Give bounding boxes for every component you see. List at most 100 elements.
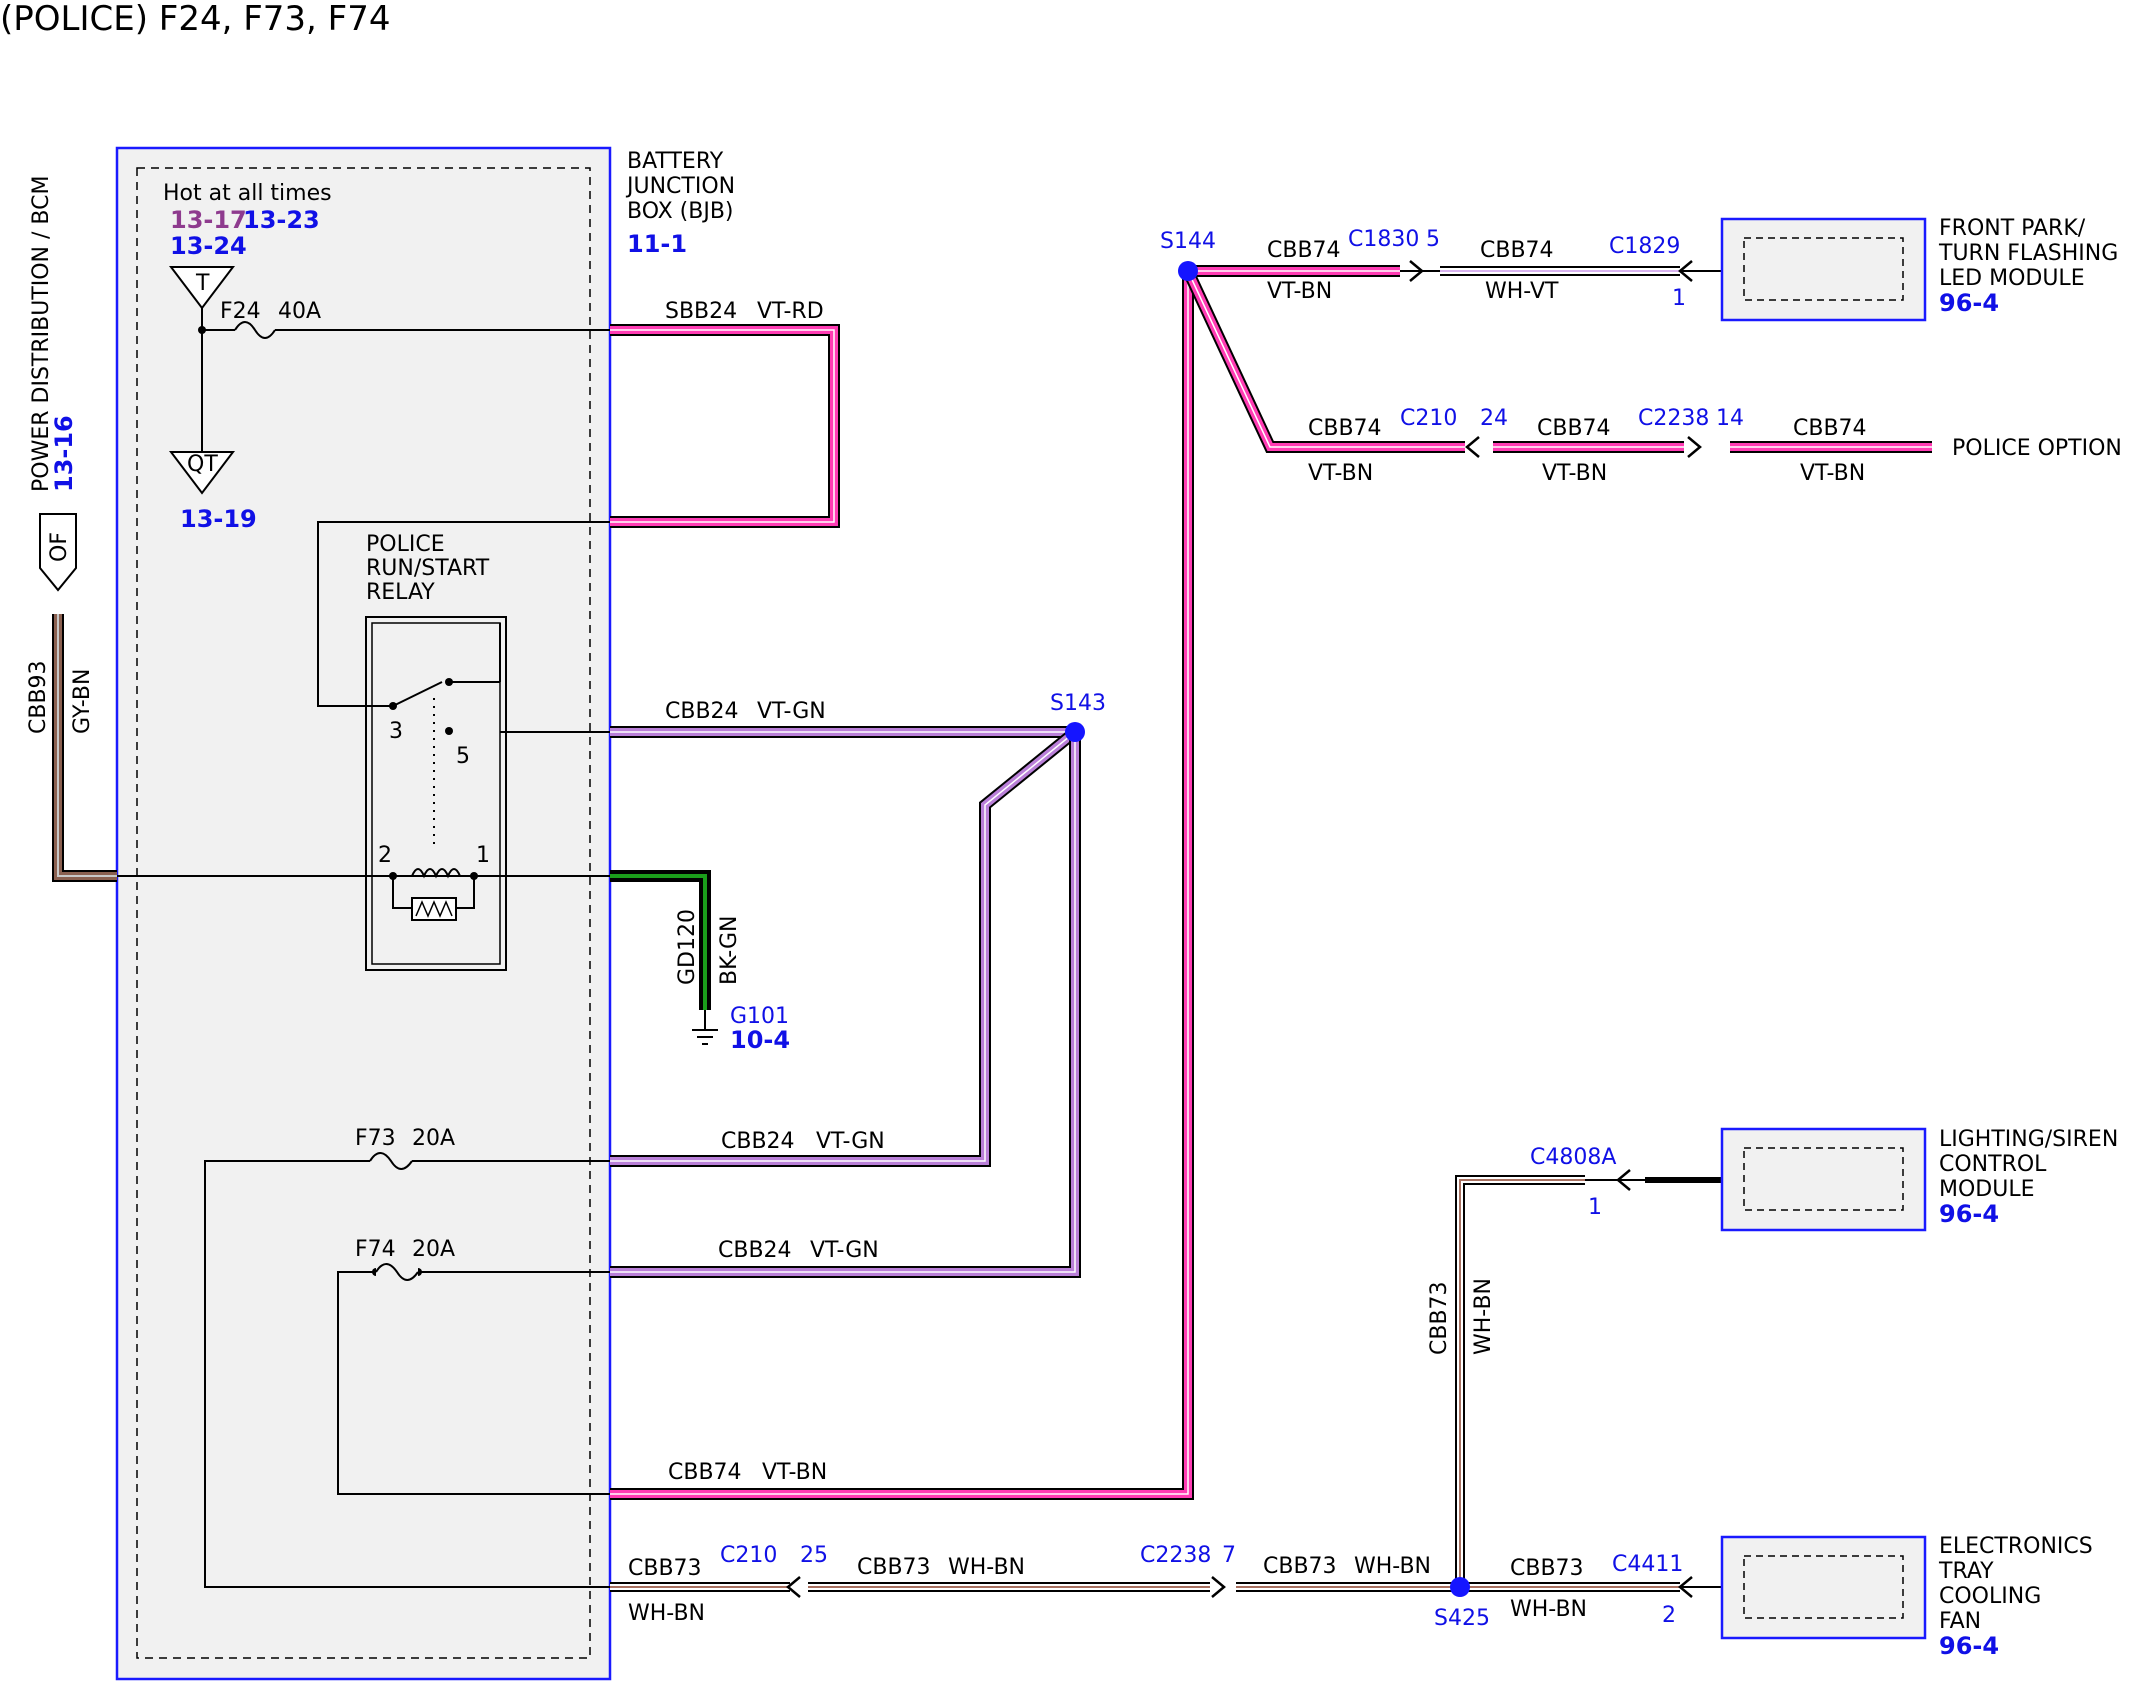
splice-s425-label: S425 (1434, 1606, 1490, 1631)
c1830-pin: 5 (1426, 227, 1440, 252)
c1829-connector-icon (1678, 260, 1693, 282)
qt-connector-icon (168, 451, 236, 495)
wire-cbb93-color: GY-BN (70, 669, 95, 734)
relay-pin-2: 2 (378, 843, 392, 868)
wire-gd120-color: BK-GN (717, 916, 742, 985)
qt-connector-label: QT (187, 452, 218, 477)
splice-s144-label: S144 (1160, 229, 1216, 254)
c1830-id: C1830 (1348, 227, 1419, 252)
wire-cbb74-top2-circuit: CBB74 (1480, 238, 1554, 263)
wire-cbb93-circuit: CBB93 (26, 660, 51, 734)
lighting-siren-ref[interactable]: 96-4 (1939, 1200, 1999, 1228)
wire-cbb24-f73 (610, 727, 1079, 1167)
c4808a-id: C4808A (1530, 1145, 1616, 1170)
c4411-id: C4411 (1612, 1552, 1683, 1577)
wire-cbb24-f74 (610, 732, 1081, 1278)
relay-name-line-3: RELAY (366, 580, 435, 605)
wire-cbb24-f73-circuit: CBB24 (721, 1129, 795, 1154)
c4808a-pin: 1 (1588, 1195, 1602, 1220)
cooling-fan-ref[interactable]: 96-4 (1939, 1632, 1999, 1660)
wire-cbb74-top2-color: WH-VT (1485, 279, 1559, 304)
wire-cbb74-mid1-color: VT-BN (1308, 461, 1373, 486)
wire-cbb73-v-circuit: CBB73 (1427, 1281, 1452, 1355)
c1829-id: C1829 (1609, 234, 1680, 259)
wire-cbb24-relay-color: VT-GN (757, 699, 826, 724)
c4411-pin: 2 (1662, 1603, 1676, 1628)
bjb-name-line-1: BATTERY (627, 149, 724, 174)
fuse-f24-id: F24 (220, 299, 261, 324)
bjb-inner-outline (136, 167, 591, 1659)
c210-top-id: C210 (1400, 406, 1457, 431)
ref-13-17[interactable]: 13-17 (170, 206, 247, 234)
wire-cbb74-mid2-color: VT-BN (1542, 461, 1607, 486)
front-park-line-2: TURN FLASHING (1938, 241, 2118, 266)
of-connector-icon (39, 513, 77, 592)
power-dist-ref[interactable]: 13-16 (50, 415, 78, 492)
relay-pin-1: 1 (476, 843, 490, 868)
wire-cbb74-main-circuit: CBB74 (668, 1460, 742, 1485)
front-park-line-1: FRONT PARK/ (1939, 216, 2086, 241)
wire-cbb74-mid3-circuit: CBB74 (1793, 416, 1867, 441)
wire-cbb73-d-color: WH-BN (1510, 1597, 1587, 1622)
wire-cbb74-mid1-circuit: CBB74 (1308, 416, 1382, 441)
lighting-siren-module-box[interactable] (1720, 1127, 1927, 1232)
cooling-fan-line-2: TRAY (1938, 1559, 1994, 1584)
c2238-bottom-id: C2238 (1140, 1543, 1211, 1568)
relay-switch-arm (392, 681, 443, 707)
ground-id: G101 (730, 1004, 789, 1029)
c210-top-connector-icon (1465, 436, 1480, 458)
fuse-f74-id: F74 (355, 1237, 396, 1262)
cooling-fan-line-1: ELECTRONICS (1939, 1534, 2093, 1559)
splice-s143 (1065, 722, 1085, 742)
wire-cbb73-d-circuit: CBB73 (1510, 1556, 1584, 1581)
c2238-bottom-connector-icon (1211, 1576, 1226, 1598)
wire-cbb73-c-color: WH-BN (1354, 1554, 1431, 1579)
front-park-line-3: LED MODULE (1939, 266, 2085, 291)
lighting-siren-line-1: LIGHTING/SIREN (1939, 1127, 2118, 1152)
splice-s425 (1450, 1577, 1470, 1597)
relay-name-line-2: RUN/START (366, 556, 490, 581)
wire-cbb93 (52, 614, 117, 882)
bjb-name-line-3: BOX (BJB) (627, 199, 734, 224)
front-park-ref[interactable]: 96-4 (1939, 289, 1999, 317)
fuse-f74-icon (375, 1263, 419, 1281)
wire-cbb73-a-color: WH-BN (628, 1601, 705, 1626)
bjb-ref[interactable]: 11-1 (627, 230, 687, 258)
fuse-f73-id: F73 (355, 1126, 396, 1151)
front-park-module-box[interactable] (1720, 217, 1927, 322)
wire-gd120-circuit: GD120 (675, 909, 700, 985)
ref-13-24[interactable]: 13-24 (170, 232, 247, 260)
wire-cbb73-c-circuit: CBB73 (1263, 1554, 1337, 1579)
splice-s143-label: S143 (1050, 691, 1106, 716)
c210-top-pin: 24 (1480, 406, 1508, 431)
fuse-f73-rating: 20A (412, 1126, 455, 1151)
wire-cbb74-mid3-color: VT-BN (1800, 461, 1865, 486)
cooling-fan-box[interactable] (1720, 1535, 1927, 1640)
wire-cbb74-main-color: VT-BN (762, 1460, 827, 1485)
bjb-box (115, 146, 612, 1681)
ground-ref[interactable]: 10-4 (730, 1026, 790, 1054)
police-option-label: POLICE OPTION (1952, 436, 2122, 461)
wire-sbb24-circuit: SBB24 (665, 299, 737, 324)
wire-cbb24-relay-circuit: CBB24 (665, 699, 739, 724)
cooling-fan-line-3: COOLING (1939, 1584, 2041, 1609)
wire-sbb24-color: VT-RD (757, 299, 824, 324)
c2238-bottom-pin: 7 (1222, 1543, 1236, 1568)
c2238-top-id: C2238 (1638, 406, 1709, 431)
t-connector-icon (168, 266, 236, 310)
c2238-top-connector-icon (1687, 436, 1702, 458)
ref-13-23[interactable]: 13-23 (243, 206, 320, 234)
page-title: (POLICE) F24, F73, F74 (0, 0, 391, 39)
qt-ref[interactable]: 13-19 (180, 505, 257, 533)
wire-cbb74-top1-color: VT-BN (1267, 279, 1332, 304)
hot-at-all-times-label: Hot at all times (163, 181, 332, 206)
fuse-f24-icon (234, 321, 276, 339)
c210-bottom-pin: 25 (800, 1543, 828, 1568)
of-connector-label: OF (47, 532, 72, 562)
t-connector-label: T (195, 271, 210, 296)
wire-cbb73-b-color: WH-BN (948, 1555, 1025, 1580)
c1829-pin: 1 (1672, 286, 1686, 311)
relay-name-line-1: POLICE (366, 532, 445, 557)
wire-cbb74-mid2-circuit: CBB74 (1537, 416, 1611, 441)
